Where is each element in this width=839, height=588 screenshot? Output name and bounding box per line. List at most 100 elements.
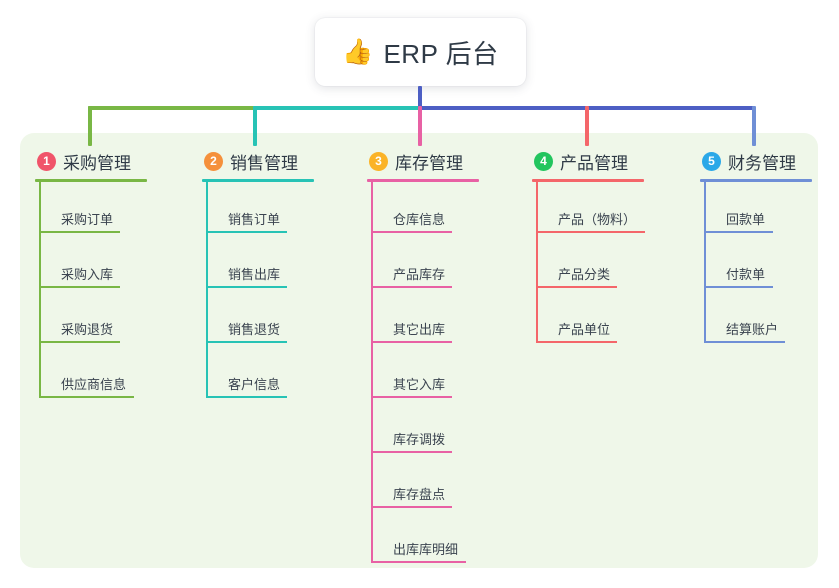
branch-children-4: 产品（物料） 产品分类产品单位 — [532, 182, 645, 347]
branch-title-4: 产品管理 — [560, 153, 628, 173]
branch-child[interactable]: 供应商信息 — [35, 347, 147, 402]
branch-child-rule — [705, 231, 773, 233]
branch-children-2: 销售订单销售出库销售退货客户信息 — [202, 182, 314, 402]
branch-child[interactable]: 产品分类 — [532, 237, 644, 292]
branch-spine-4 — [536, 182, 538, 343]
branch-header-1[interactable]: 1 采购管理 — [35, 146, 147, 176]
branch-child[interactable]: 产品（物料） — [532, 182, 645, 237]
branch-child-label: 客户信息 — [228, 377, 281, 392]
branch-rule-5 — [700, 179, 812, 182]
branch-child[interactable]: 库存盘点 — [367, 457, 479, 512]
branch-1: 1 采购管理采购订单采购入库采购退货供应商信息 — [35, 146, 147, 402]
branch-child-rule — [537, 231, 645, 233]
branch-child-rule — [372, 451, 452, 453]
branch-badge-3: 3 — [369, 151, 388, 171]
branch-child-rule — [372, 341, 452, 343]
branch-title-1: 采购管理 — [63, 153, 131, 173]
branch-child-label: 销售订单 — [228, 212, 281, 227]
branch-child-label: 销售出库 — [228, 267, 281, 282]
branch-child-rule — [705, 341, 785, 343]
branch-child[interactable]: 其它出库 — [367, 292, 479, 347]
branch-children-3: 仓库信息产品库存其它出库其它入库库存调拨库存盘点出库库明细 — [367, 182, 479, 567]
branch-child-label: 产品库存 — [393, 267, 446, 282]
branch-children-1: 采购订单采购入库采购退货供应商信息 — [35, 182, 147, 402]
branch-child[interactable]: 客户信息 — [202, 347, 314, 402]
branch-child[interactable]: 库存调拨 — [367, 402, 479, 457]
branch-child-rule — [207, 231, 287, 233]
branch-child-label: 库存盘点 — [393, 487, 446, 502]
branches-panel — [20, 133, 818, 568]
branch-rule-4 — [532, 179, 644, 182]
bus-segment-green — [88, 106, 254, 110]
branch-badge-4: 4 — [534, 151, 553, 171]
branch-child-rule — [372, 231, 452, 233]
branch-child[interactable]: 出库库明细 — [367, 512, 479, 567]
branch-child-label: 其它入库 — [393, 377, 446, 392]
branch-title-2: 销售管理 — [230, 153, 298, 173]
root-title: ERP 后台 — [383, 38, 499, 69]
branch-child-label: 出库库明细 — [393, 542, 459, 557]
branch-child-rule — [372, 286, 452, 288]
branch-drop-3 — [418, 106, 422, 146]
branch-child[interactable]: 产品库存 — [367, 237, 479, 292]
branch-3: 3 库存管理仓库信息产品库存其它出库其它入库库存调拨库存盘点出库库明细 — [367, 146, 479, 567]
branch-child[interactable]: 其它入库 — [367, 347, 479, 402]
branch-rule-2 — [202, 179, 314, 182]
branch-child-rule — [372, 506, 452, 508]
branch-child-label: 回款单 — [726, 212, 766, 227]
branch-title-3: 库存管理 — [395, 153, 463, 173]
branch-rule-1 — [35, 179, 147, 182]
branch-rule-3 — [367, 179, 479, 182]
branch-child[interactable]: 采购入库 — [35, 237, 147, 292]
branch-child-label: 采购订单 — [61, 212, 114, 227]
branch-child-label: 仓库信息 — [393, 212, 446, 227]
branch-child[interactable]: 付款单 — [700, 237, 812, 292]
branch-child-label: 产品（物料） — [558, 212, 637, 227]
branch-child[interactable]: 产品单位 — [532, 292, 644, 347]
branch-child-rule — [372, 561, 466, 563]
root-stem-connector — [418, 86, 422, 108]
branch-child[interactable]: 结算账户 — [700, 292, 812, 347]
branch-child[interactable]: 仓库信息 — [367, 182, 479, 237]
branch-child[interactable]: 采购订单 — [35, 182, 147, 237]
branch-child-label: 产品单位 — [558, 322, 611, 337]
branch-child-label: 销售退货 — [228, 322, 281, 337]
branch-header-3[interactable]: 3 库存管理 — [367, 146, 479, 176]
branch-child[interactable]: 销售出库 — [202, 237, 314, 292]
branch-child[interactable]: 销售退货 — [202, 292, 314, 347]
root-node[interactable]: 👍 ERP 后台 — [315, 18, 526, 86]
branch-child-rule — [372, 396, 452, 398]
branch-4: 4 产品管理产品（物料） 产品分类产品单位 — [532, 146, 645, 347]
bus-segment-teal — [253, 106, 419, 110]
branch-spine-5 — [704, 182, 706, 343]
branch-child[interactable]: 回款单 — [700, 182, 812, 237]
branch-header-4[interactable]: 4 产品管理 — [532, 146, 644, 176]
branch-child-label: 供应商信息 — [61, 377, 127, 392]
branch-child[interactable]: 采购退货 — [35, 292, 147, 347]
branch-spine-2 — [206, 182, 208, 398]
branch-child-label: 采购退货 — [61, 322, 114, 337]
branch-child-label: 其它出库 — [393, 322, 446, 337]
branch-badge-1: 1 — [37, 151, 56, 171]
branch-child-rule — [537, 286, 617, 288]
branch-child-rule — [40, 396, 134, 398]
branch-children-5: 回款单付款单结算账户 — [700, 182, 812, 347]
branch-child-label: 付款单 — [726, 267, 766, 282]
branch-child-rule — [207, 396, 287, 398]
branch-child-label: 库存调拨 — [393, 432, 446, 447]
branch-child-label: 采购入库 — [61, 267, 114, 282]
branch-drop-5 — [752, 106, 756, 146]
branch-spine-1 — [39, 182, 41, 398]
branch-child-rule — [537, 341, 617, 343]
branch-child-rule — [40, 231, 120, 233]
branch-child[interactable]: 销售订单 — [202, 182, 314, 237]
branch-child-rule — [207, 341, 287, 343]
branch-child-rule — [705, 286, 773, 288]
thumbs-up-icon: 👍 — [342, 37, 374, 66]
branch-drop-2 — [253, 106, 257, 146]
